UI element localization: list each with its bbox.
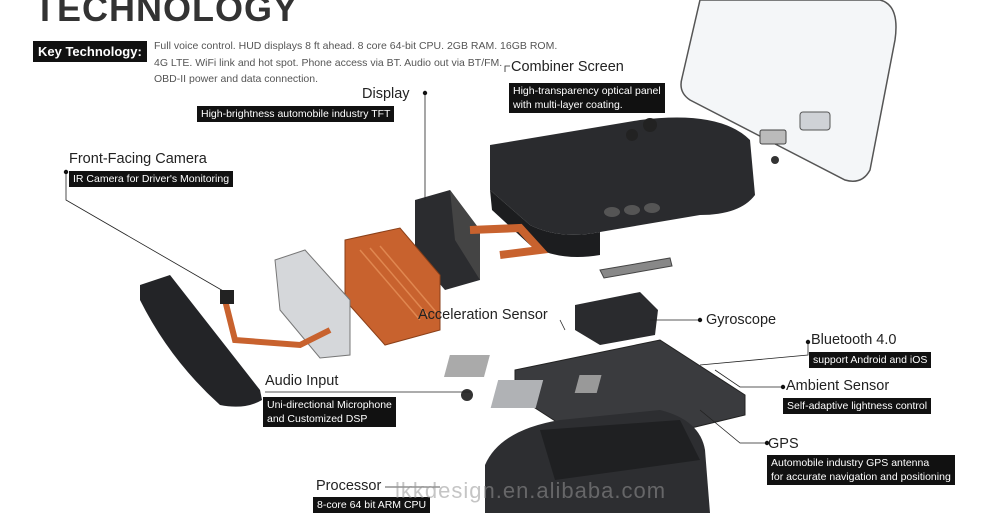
- key-technology-text: Full voice control. HUD displays 8 ft ah…: [154, 38, 594, 88]
- gps-desc-line: Automobile industry GPS antenna: [771, 457, 930, 469]
- combiner-screen-desc-line: High-transparency optical panel: [513, 85, 661, 97]
- gps-desc-line: for accurate navigation and positioning: [771, 471, 951, 483]
- front-camera-desc-line: IR Camera for Driver's Monitoring: [73, 173, 230, 185]
- key-technology-badge: Key Technology:: [33, 41, 147, 62]
- display-flex-cable: [469, 223, 549, 259]
- bluetooth-title: Bluetooth 4.0: [811, 332, 897, 348]
- processor-desc: 8-core 64 bit ARM CPU: [313, 497, 431, 513]
- bluetooth-desc-line: support Android and iOS: [813, 354, 928, 366]
- bluetooth-desc: support Android and iOS: [809, 352, 932, 368]
- gyroscope-title: Gyroscope: [706, 312, 777, 328]
- microphone: [461, 389, 473, 401]
- key-technology-line: Full voice control. HUD displays 8 ft ah…: [154, 40, 558, 52]
- key-technology-line: OBD-II power and data connection.: [154, 73, 319, 85]
- heatsink-fins: [359, 245, 437, 321]
- watermark: lkkdesign.en.alibaba.com: [395, 478, 667, 503]
- screw-part: [771, 156, 779, 164]
- gps-desc: Automobile industry GPS antenna for accu…: [767, 455, 955, 485]
- processor-title: Processor: [316, 478, 382, 494]
- combiner-screen-desc-line: with multi-layer coating.: [513, 99, 623, 111]
- display-desc-line: High-brightness automobile industry TFT: [201, 108, 391, 120]
- leader-dots: [63, 90, 811, 446]
- display-desc: High-brightness automobile industry TFT: [197, 106, 395, 122]
- display-side: [450, 190, 480, 280]
- top-housing-front: [490, 190, 600, 258]
- button-part: [643, 118, 657, 132]
- housing-hole: [604, 207, 620, 217]
- key-technology-line: 4G LTE. WiFi link and hot spot. Phone ac…: [154, 56, 503, 69]
- chip: [490, 380, 544, 408]
- speaker-box: [575, 292, 658, 345]
- ambient-sensor-desc: Self-adaptive lightness control: [783, 398, 932, 414]
- ambient-sensor-title: Ambient Sensor: [786, 378, 890, 394]
- combiner-screen-glass: [680, 0, 897, 182]
- leader-lines: [65, 65, 809, 488]
- camera-module: [220, 290, 234, 304]
- top-housing: [490, 117, 755, 235]
- audio-input-desc: Uni-directional Microphone and Customize…: [263, 397, 396, 427]
- acceleration-sensor-title: Acceleration Sensor: [418, 307, 548, 323]
- ambient-sensor-desc-line: Self-adaptive lightness control: [787, 400, 928, 412]
- camera-bracket: [274, 249, 351, 359]
- hinge-part: [759, 129, 787, 145]
- front-camera-desc: IR Camera for Driver's Monitoring: [69, 171, 234, 187]
- audio-input-desc-line: and Customized DSP: [267, 413, 368, 425]
- page-heading: TECHNOLOGY: [34, 0, 299, 29]
- audio-input-title: Audio Input: [265, 373, 339, 389]
- chip: [443, 355, 490, 377]
- combiner-screen-title: Combiner Screen: [511, 59, 624, 75]
- combiner-screen-desc: High-transparency optical panel with mul…: [509, 83, 665, 113]
- audio-input-desc-line: Uni-directional Microphone: [267, 399, 392, 411]
- hinge-part: [799, 111, 831, 131]
- gps-title: GPS: [768, 436, 799, 452]
- housing-hole: [624, 205, 640, 215]
- chip: [574, 375, 602, 393]
- button-part: [626, 129, 638, 141]
- housing-hole: [644, 203, 660, 213]
- processor-desc-line: 8-core 64 bit ARM CPU: [317, 499, 427, 511]
- display-title: Display: [362, 86, 410, 102]
- front-camera-title: Front-Facing Camera: [69, 151, 207, 167]
- front-bezel: [140, 275, 262, 407]
- metal-bracket: [599, 257, 673, 279]
- camera-flex-cable: [222, 299, 332, 349]
- bottom-housing-rim: [540, 420, 700, 480]
